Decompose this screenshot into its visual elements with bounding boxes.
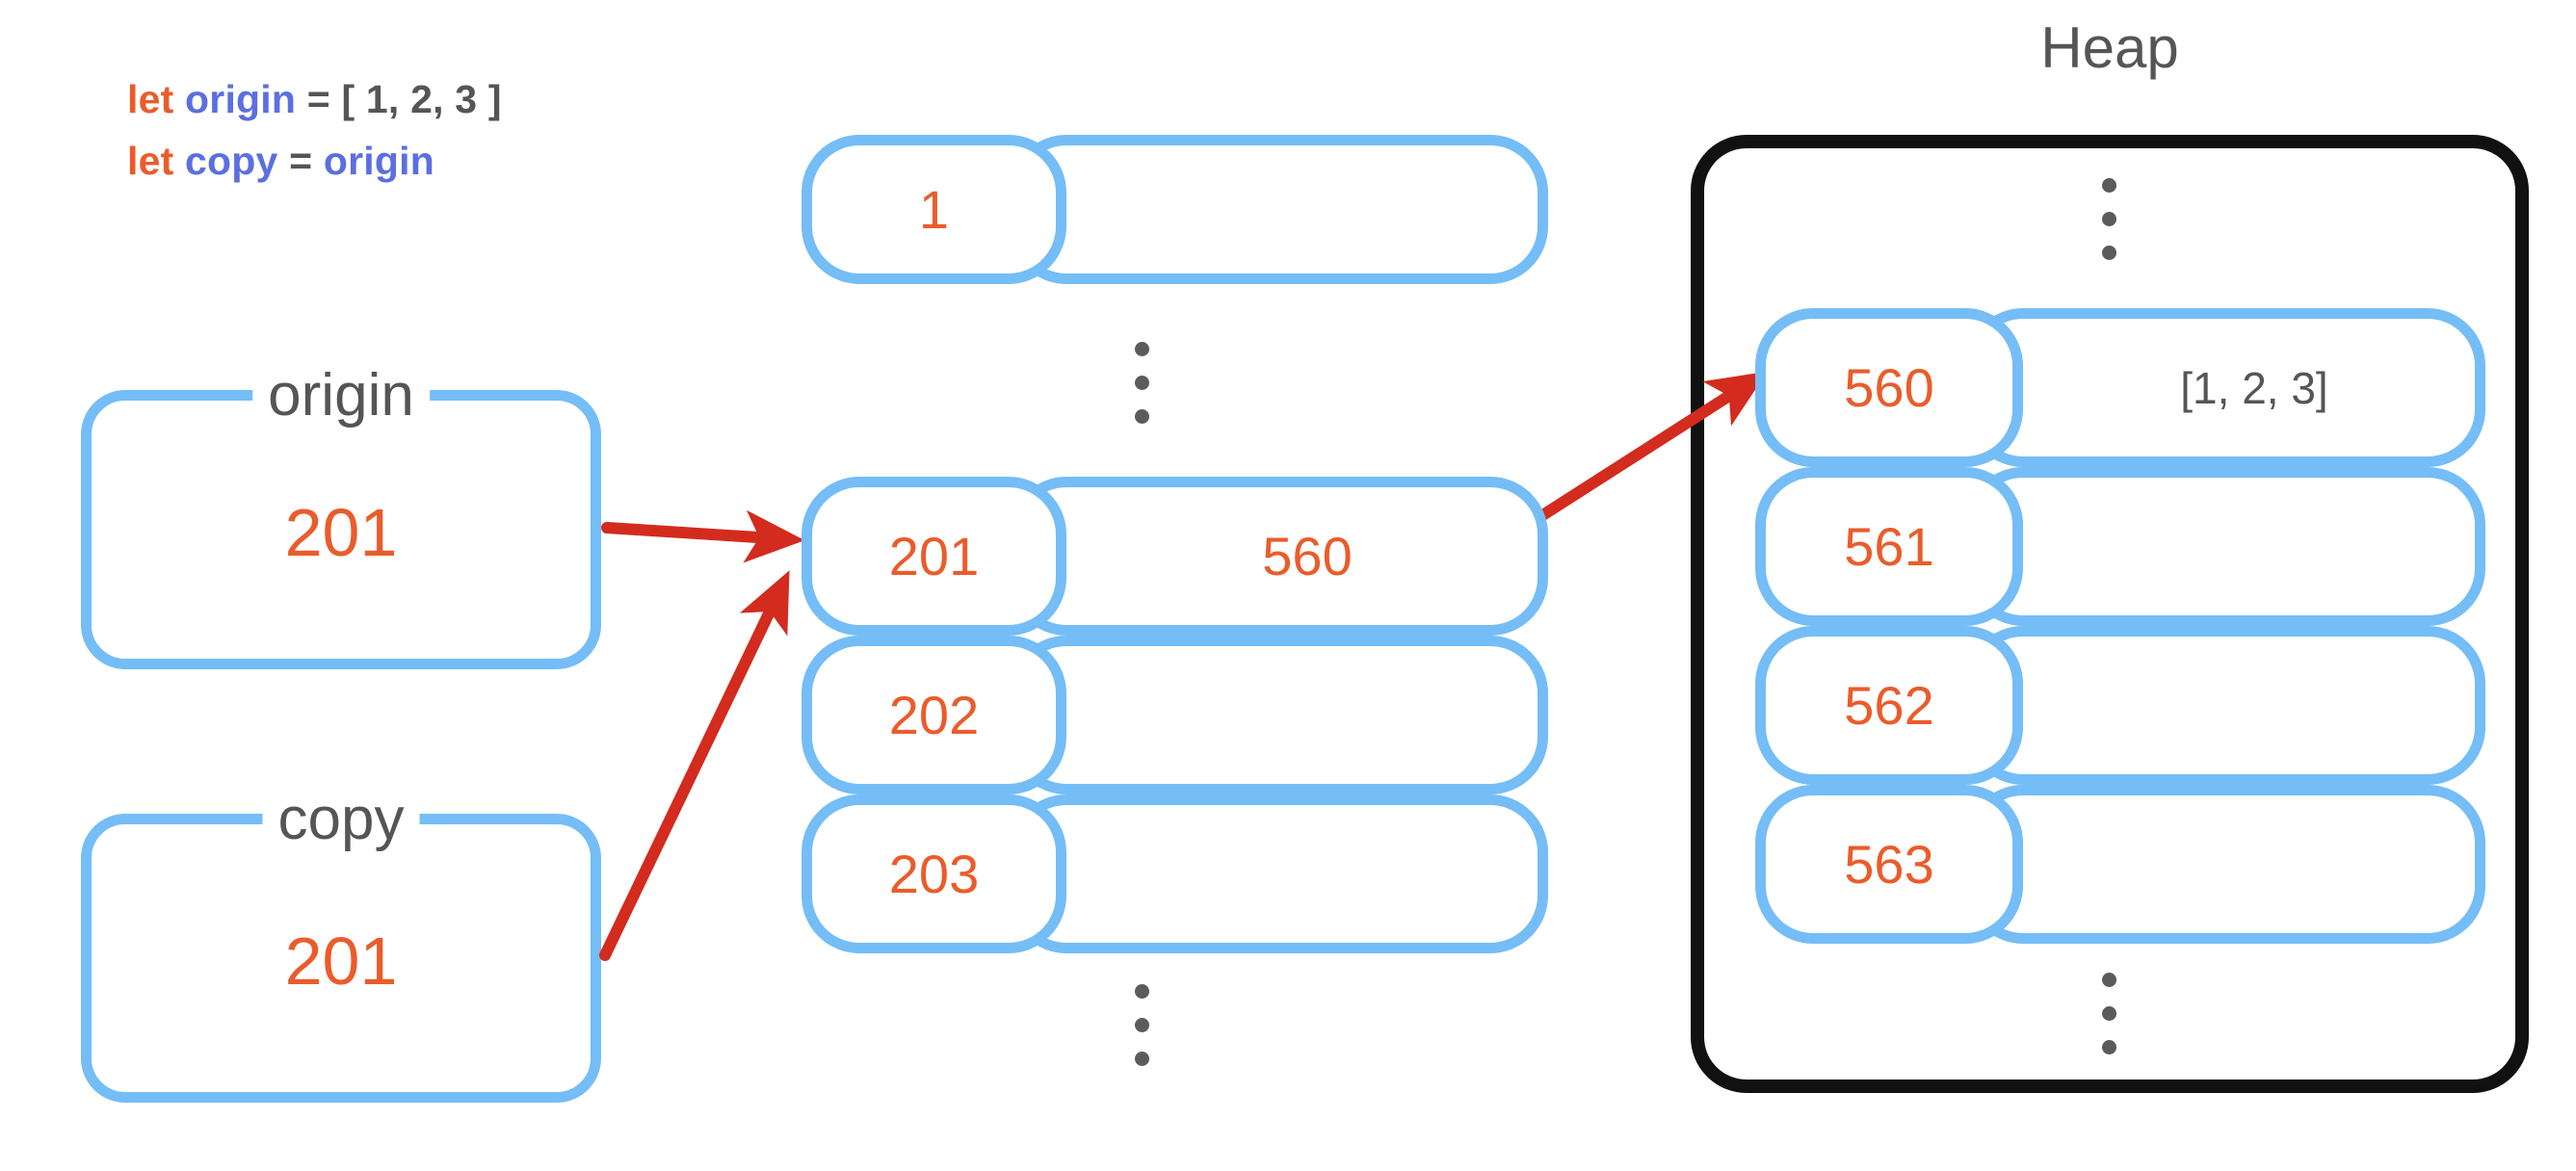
heap-address-cell-563: 563 [1755, 785, 2023, 944]
stack-value-cell-202 [1009, 636, 1548, 794]
heap-address-text-562: 562 [1844, 674, 1934, 736]
stack-address-cell-201: 201 [802, 477, 1066, 636]
variable-label-origin: origin [252, 366, 430, 426]
stack-value-text-201: 560 [1262, 525, 1353, 586]
heap-ellipsis-bottom [2102, 973, 2116, 1054]
code-operator-assign: = [277, 138, 324, 183]
heap-address-cell-560: 560 [1755, 308, 2023, 467]
variable-value-origin: 201 [284, 495, 398, 571]
heap-value-cell-561 [1965, 467, 2485, 626]
code-snippet: let origin = [ 1, 2, 3 ] let copy = orig… [127, 69, 502, 192]
heap-value-cell-560: [1, 2, 3] [1965, 308, 2485, 467]
code-line-1: let origin = [ 1, 2, 3 ] [127, 69, 502, 131]
heap-address-cell-561: 561 [1755, 467, 2023, 626]
heap-title: Heap [2040, 15, 2179, 80]
arrow-origin-to-stack-201 [601, 509, 805, 563]
code-keyword-let: let [127, 77, 174, 121]
stack-row-203[interactable]: 203 [802, 794, 1548, 953]
heap-value-text-560: [1, 2, 3] [2180, 362, 2328, 413]
heap-row-563[interactable]: 563 [1755, 785, 2485, 944]
stack-address-text-203: 203 [888, 843, 980, 904]
heap-address-text-563: 563 [1844, 833, 1934, 895]
stack-row-202[interactable]: 202 [802, 636, 1548, 794]
code-line-2: let copy = origin [127, 131, 502, 193]
code-literal-array: = [ 1, 2, 3 ] [296, 77, 502, 121]
stack-value-cell-203 [1009, 794, 1548, 953]
stack-address-cell-203: 203 [802, 794, 1066, 953]
stack-ellipsis-top [1135, 342, 1149, 424]
stack-ellipsis-bottom [1135, 984, 1149, 1066]
variable-box-copy[interactable]: copy 201 [81, 790, 601, 1103]
stack-value-cell-1 [1009, 135, 1548, 284]
code-identifier-origin: origin [185, 77, 297, 121]
arrow-copy-to-stack-201 [599, 570, 790, 961]
code-identifier-origin-2: origin [323, 138, 434, 183]
heap-value-cell-562 [1965, 626, 2485, 785]
stack-row-201[interactable]: 201 560 [802, 477, 1548, 636]
variable-label-copy: copy [262, 790, 420, 849]
heap-address-text-560: 560 [1844, 356, 1934, 418]
stack-address-text-1: 1 [918, 178, 950, 240]
heap-row-560[interactable]: 560 [1, 2, 3] [1755, 308, 2485, 467]
heap-address-text-561: 561 [1844, 515, 1934, 577]
heap-address-cell-562: 562 [1755, 626, 2023, 785]
heap-ellipsis-top [2102, 178, 2116, 260]
stack-address-text-202: 202 [888, 684, 980, 745]
heap-value-cell-563 [1965, 785, 2485, 944]
variable-value-copy: 201 [284, 924, 398, 1000]
stack-address-cell-1: 1 [802, 135, 1066, 284]
variable-box-origin[interactable]: origin 201 [81, 366, 601, 669]
stack-row-1[interactable]: 1 [802, 135, 1548, 284]
code-keyword-let-2: let [127, 138, 174, 183]
stack-value-cell-201: 560 [1009, 477, 1548, 636]
stack-address-cell-202: 202 [802, 636, 1066, 794]
heap-row-561[interactable]: 561 [1755, 467, 2485, 626]
stack-address-text-201: 201 [888, 525, 980, 586]
code-identifier-copy: copy [185, 138, 278, 183]
heap-row-562[interactable]: 562 [1755, 626, 2485, 785]
